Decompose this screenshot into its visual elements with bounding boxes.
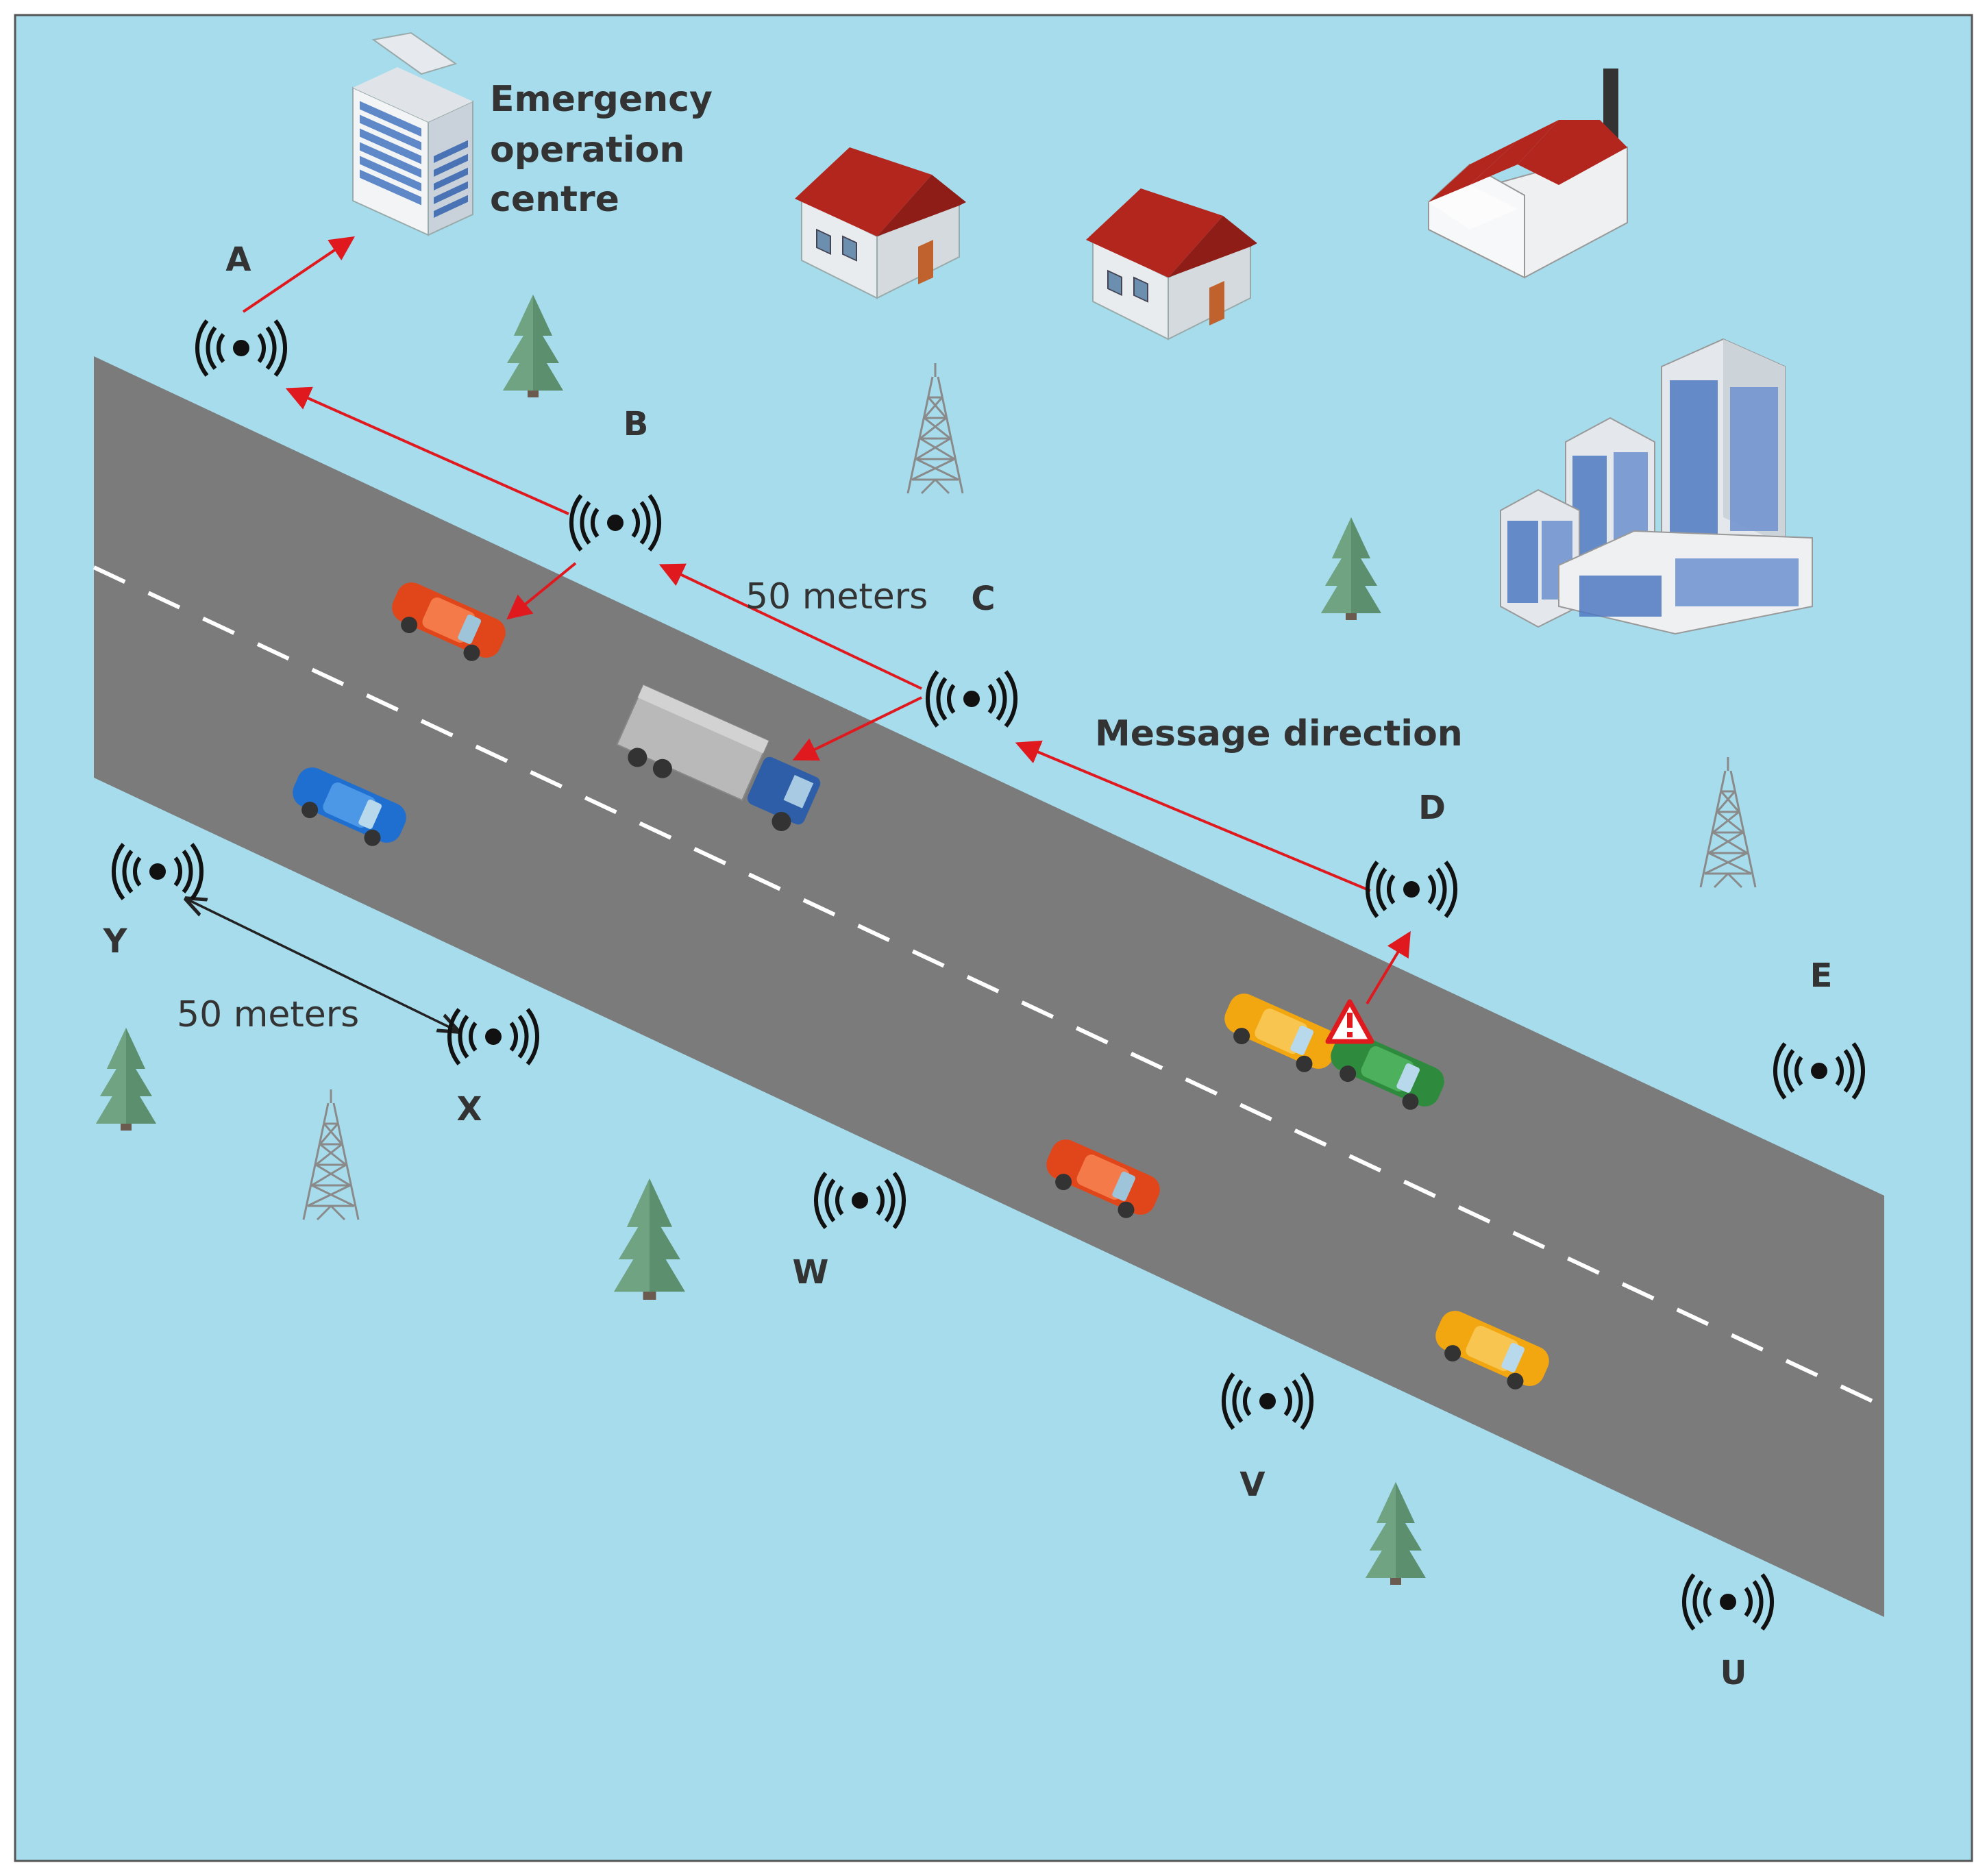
title-line-2: operation xyxy=(490,129,684,171)
message-arrow xyxy=(285,386,569,515)
node-label-a: A xyxy=(225,240,251,279)
truck-icon xyxy=(616,684,821,831)
car-icon xyxy=(1435,1311,1549,1390)
emergency-operation-centre-building-icon xyxy=(352,32,473,236)
title-line-1: Emergency xyxy=(490,79,713,120)
node-label-b: B xyxy=(624,405,649,443)
node-label-y: Y xyxy=(103,922,128,961)
title-line-3: centre xyxy=(490,179,619,220)
factory-icon xyxy=(1428,69,1628,279)
node-label-x: X xyxy=(456,1090,482,1128)
car-icon xyxy=(392,582,506,661)
message-arrow xyxy=(506,562,577,620)
node-label-u: U xyxy=(1720,1654,1747,1692)
car-icon xyxy=(1224,993,1338,1072)
warning-triangle-icon xyxy=(1325,999,1374,1044)
message-arrow xyxy=(1366,930,1411,1005)
node-label-v: V xyxy=(1239,1466,1265,1504)
message-arrow xyxy=(658,563,922,690)
distance-label-roadside: 50 meters xyxy=(745,576,928,617)
message-arrow xyxy=(792,696,922,761)
distance-arrow xyxy=(186,899,458,1031)
node-label-e: E xyxy=(1810,956,1833,995)
car-icon xyxy=(1046,1139,1160,1218)
message-arrow xyxy=(242,236,355,313)
distance-label-offroad: 50 meters xyxy=(177,994,359,1035)
node-label-d: D xyxy=(1418,789,1446,827)
car-icon xyxy=(293,767,406,846)
message-direction-label: Message direction xyxy=(1095,713,1463,754)
office-building-icon xyxy=(1500,338,1813,635)
lane-divider xyxy=(92,565,1886,1409)
message-arrow xyxy=(1015,740,1371,892)
node-label-w: W xyxy=(793,1253,829,1292)
node-label-c: C xyxy=(971,580,995,618)
message-arrows xyxy=(242,236,1411,1005)
car-icon xyxy=(1331,1031,1444,1110)
